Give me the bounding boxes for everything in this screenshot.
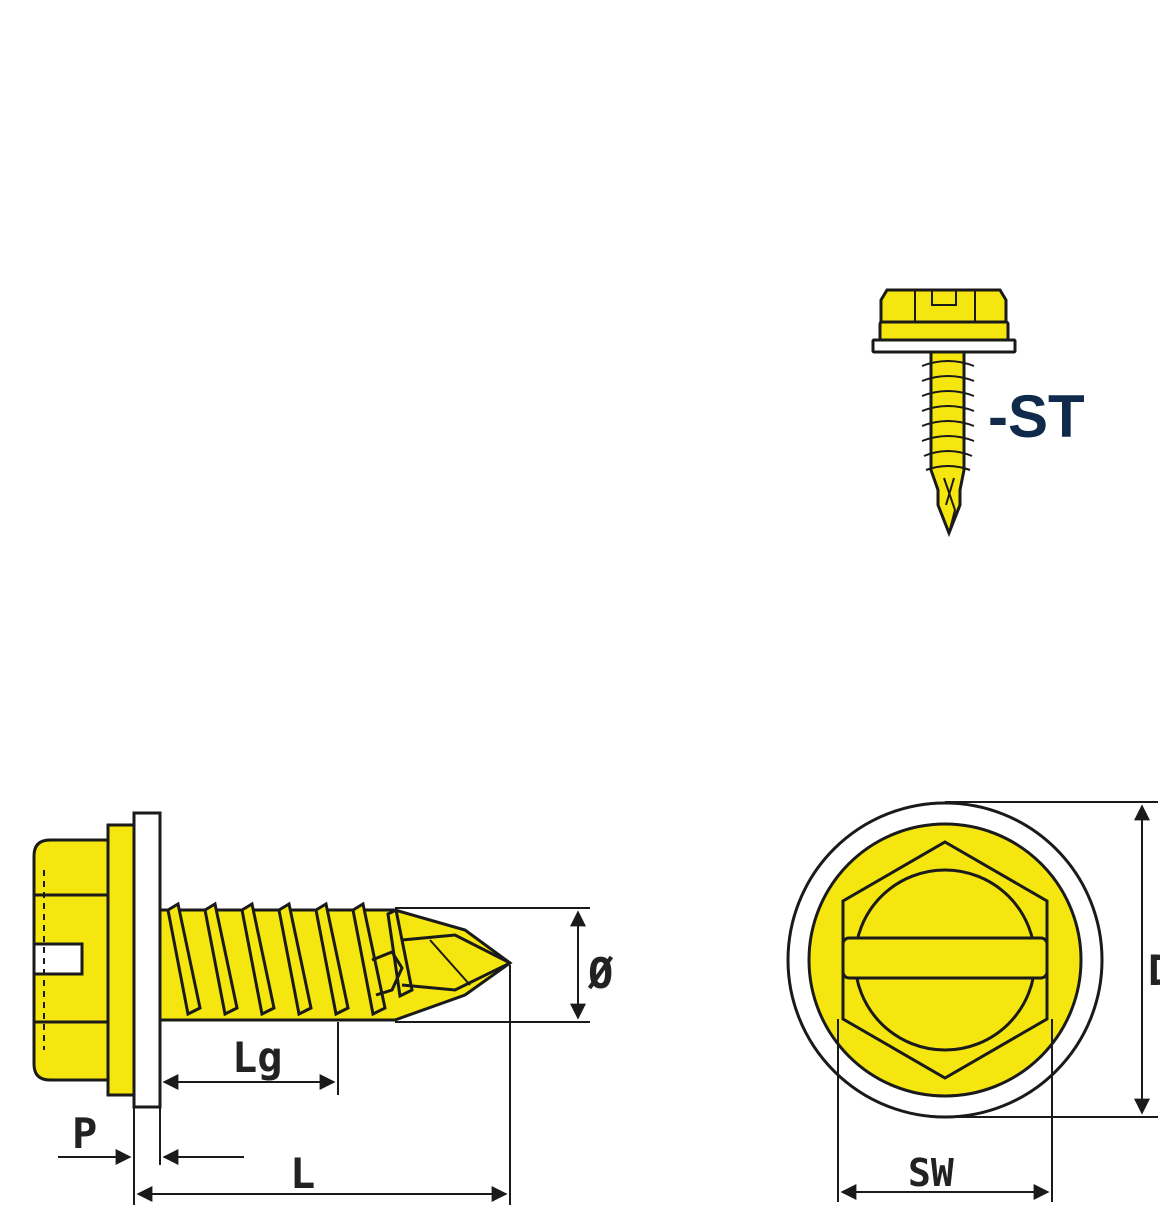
top-slot: [841, 936, 1049, 980]
illustration-shank: [929, 350, 966, 538]
dim-label-washer-diameter: D: [1148, 946, 1160, 995]
series-label: -ST: [988, 383, 1085, 450]
side-flange: [106, 823, 136, 1097]
dim-label-hex-width: SW: [908, 1151, 954, 1195]
dim-label-thread-length: Lg: [232, 1033, 283, 1082]
dim-label-diameter: Ø: [587, 949, 614, 998]
top-view: [786, 801, 1158, 1202]
side-view: [32, 811, 590, 1205]
side-threads: [166, 901, 414, 1017]
dim-label-washer-thickness: P: [72, 1109, 97, 1158]
side-slot: [32, 942, 84, 976]
illustration-washer: [871, 338, 1017, 354]
illustration-flange: [878, 320, 1010, 342]
side-washer: [132, 811, 162, 1109]
illustration-threads: [921, 360, 975, 471]
product-illustration: [871, 288, 1017, 538]
dim-label-length: L: [290, 1149, 315, 1198]
